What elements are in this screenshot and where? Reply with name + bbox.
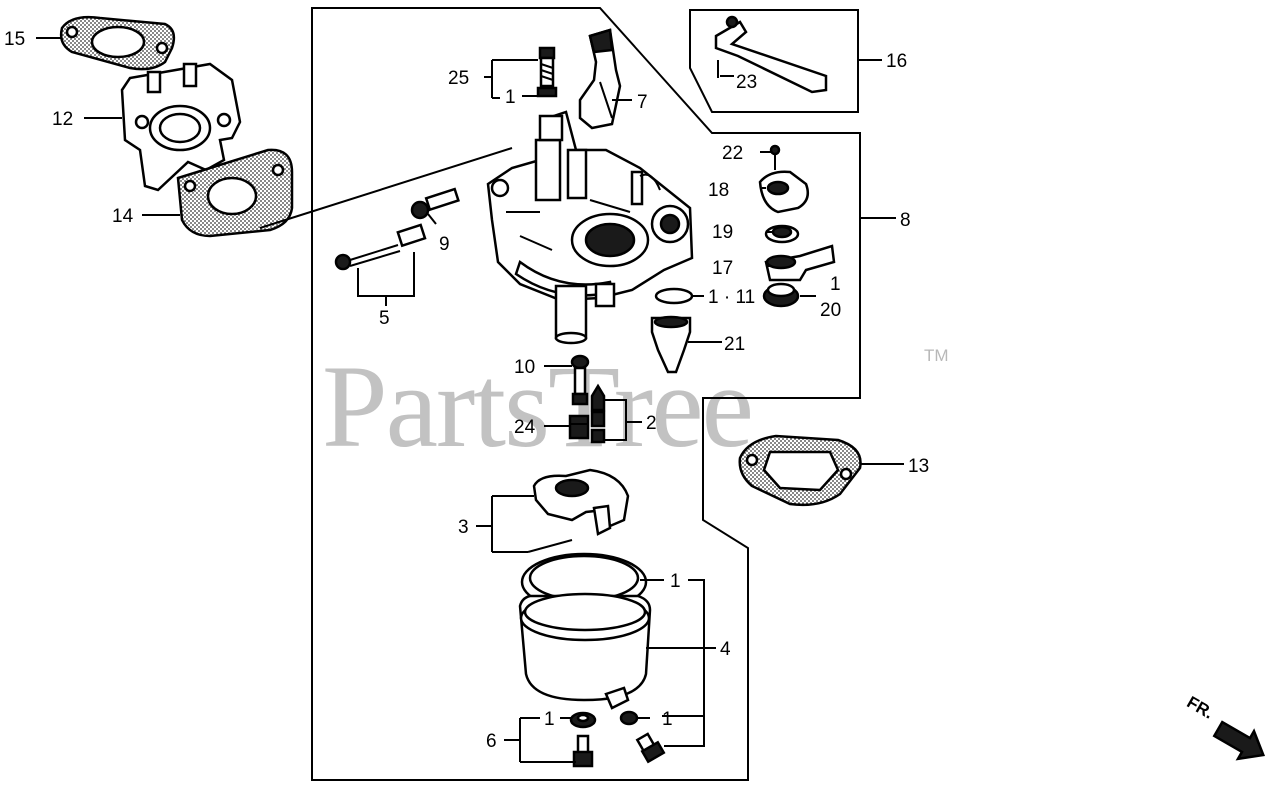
part-17 [764, 244, 836, 282]
part-24 [568, 414, 590, 440]
gasket-14 [176, 148, 294, 238]
part-18 [758, 170, 809, 214]
carburetor-body [486, 110, 694, 345]
needle-10 [570, 354, 590, 406]
callout-14: 14 [112, 206, 134, 227]
washer-1-drain [619, 710, 639, 726]
cap-7 [578, 28, 622, 130]
callout-21: 21 [724, 334, 745, 355]
callout-16: 16 [886, 51, 907, 72]
callout-5: 5 [379, 308, 390, 329]
screw-22 [769, 144, 781, 170]
gasket-13 [738, 434, 862, 507]
front-label: FR. [1184, 693, 1217, 723]
assembly-outline [311, 7, 861, 781]
callout-17: 17 [712, 258, 733, 279]
callout-18: 18 [708, 180, 729, 201]
callout-1-part20: 1 [830, 274, 841, 295]
screw-5 [334, 223, 427, 271]
mount-line [259, 147, 513, 229]
washer-1-bottom [569, 711, 597, 729]
jet-21 [650, 315, 692, 374]
callout-4: 4 [720, 639, 731, 660]
float-3 [527, 468, 630, 553]
callout-22: 22 [722, 143, 743, 164]
callout-8: 8 [900, 210, 911, 231]
insulator-12 [120, 62, 242, 192]
callout-1-ring: 1 [670, 571, 681, 592]
leader-lines [36, 37, 904, 763]
callout-3: 3 [458, 517, 469, 538]
callout-9: 9 [439, 234, 450, 255]
callout-10: 10 [514, 357, 535, 378]
float-chamber-4 [518, 552, 652, 710]
callout-20: 20 [820, 300, 841, 321]
part-20 [762, 282, 800, 308]
callout-15: 15 [4, 29, 25, 50]
callout-2: 2 [646, 413, 657, 434]
callout-11: 1 · 11 [708, 287, 755, 308]
bolt-6 [572, 734, 594, 768]
arrow-right-icon [1212, 720, 1266, 761]
subkit-outline-16 [689, 9, 859, 113]
part-19 [764, 224, 800, 244]
front-direction-indicator: FR. [1184, 693, 1266, 761]
screw-9 [410, 187, 460, 220]
watermark-trademark: TM [924, 346, 949, 365]
callout-1-washer: 1 [544, 709, 555, 730]
screw-25 [536, 46, 558, 98]
callout-13: 13 [908, 456, 929, 477]
lever-16 [714, 15, 828, 94]
callout-23: 23 [736, 72, 757, 93]
callout-7: 7 [637, 92, 648, 113]
callout-19: 19 [712, 222, 733, 243]
callout-1-screw: 1 [505, 87, 516, 108]
callout-6: 6 [486, 731, 497, 752]
callout-25: 25 [448, 68, 469, 89]
float-valve-2 [590, 383, 606, 444]
gasket-15 [59, 15, 176, 71]
callout-24: 24 [514, 417, 536, 438]
oring-11 [654, 287, 694, 305]
callout-12: 12 [52, 109, 73, 130]
callout-1-drain: 1 [662, 709, 673, 730]
drain-screw [635, 732, 666, 764]
watermark: PartsTree [322, 341, 752, 472]
